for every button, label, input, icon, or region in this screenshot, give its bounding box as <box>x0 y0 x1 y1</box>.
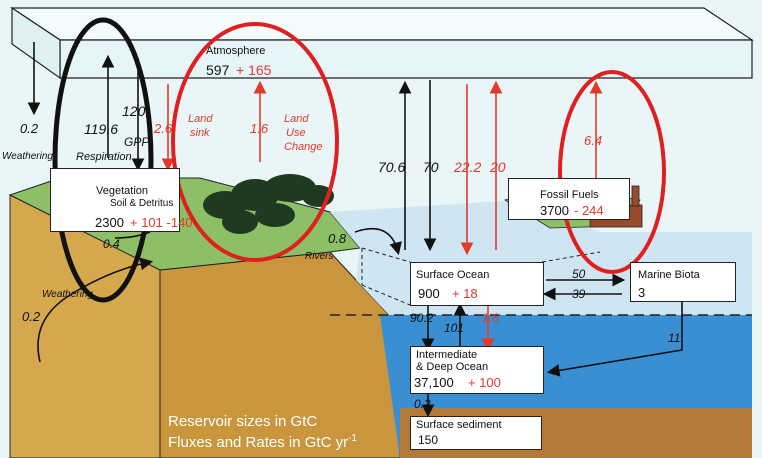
flux-burial: 0.2 <box>414 397 431 411</box>
legend-fluxes-superscript: -1 <box>348 433 357 444</box>
flux-rivers-label: Rivers <box>305 251 334 262</box>
black-flux-arrows <box>27 42 683 418</box>
flux-fossil: 6.4 <box>584 133 603 148</box>
vegetation-box <box>50 168 180 232</box>
surface-ocean-value: 900 <box>418 286 440 301</box>
flux-biota-sink: 11 <box>668 331 681 345</box>
flux-ocean-anthro-down: 22.2 <box>454 159 482 175</box>
flux-land-use: 1.6 <box>250 121 269 136</box>
vegetation-sublabel: Soil & Detritus <box>110 198 174 209</box>
atmosphere-slab <box>10 6 754 80</box>
flux-biota-uptake: 50 <box>572 267 586 281</box>
flux-gpp-label: GPP <box>124 135 150 149</box>
deep-ocean-label: Intermediate <box>416 349 478 361</box>
marine-biota-value: 3 <box>638 285 646 300</box>
flux-weathering-top-label: Weathering <box>2 151 53 162</box>
red-highlight-ring-land <box>171 22 339 262</box>
atmosphere-delta: + 165 <box>236 62 272 78</box>
atmosphere-value: 597 <box>206 62 230 78</box>
flux-land-use-label1: Land <box>284 113 309 125</box>
flux-land-sink: 2.6 <box>154 121 173 136</box>
surface-ocean-prism <box>361 247 601 306</box>
marine-biota-label: Marine Biota <box>638 269 700 281</box>
surface-ocean-box <box>410 262 544 306</box>
flux-respiration-label: Respiration <box>76 151 132 163</box>
flux-biota-return: 39 <box>572 287 586 301</box>
deep-ocean-delta: + 100 <box>468 375 501 390</box>
forest <box>203 174 334 234</box>
deep-ocean-box <box>410 346 544 394</box>
flux-ocean-down: 70 <box>423 159 439 175</box>
atmosphere-label: Atmosphere <box>206 45 266 57</box>
surface-sediment-value: 150 <box>418 433 439 447</box>
flux-respiration: 119.6 <box>84 121 118 137</box>
flux-rivers: 0.8 <box>328 231 347 246</box>
fossil-fuels-delta: - 244 <box>574 203 604 218</box>
deep-ocean-sublabel: & Deep Ocean <box>416 361 489 373</box>
flux-ocean-anthro-up: 20 <box>490 159 506 175</box>
flux-ocean-up: 70.6 <box>378 159 406 175</box>
legend-reservoir: Reservoir sizes in GtC <box>168 413 318 430</box>
flux-vertical-down: 90.2 <box>410 311 434 325</box>
flux-land-sink-label: Land <box>188 113 213 125</box>
vegetation-value: 2300 <box>95 215 124 230</box>
fossil-fuels-box <box>508 178 630 220</box>
marine-biota-box <box>630 262 736 302</box>
red-highlight-ring-fossil <box>558 70 666 274</box>
flux-weathering-low: 0.2 <box>22 309 41 324</box>
fossil-fuels-value: 3700 <box>540 203 569 218</box>
flux-gpp: 120 <box>122 103 146 119</box>
flux-land-use-label3: Change <box>284 141 323 153</box>
deep-ocean-value: 37,100 <box>414 375 454 390</box>
fossil-fuels-label: Fossil Fuels <box>540 189 599 201</box>
flux-land-sink-label2: sink <box>190 127 210 139</box>
legend-fluxes: Fluxes and Rates in GtC yr-1 <box>168 433 357 451</box>
flux-veg-leak: 0.4 <box>103 237 120 251</box>
vegetation-delta: + 101 -140 <box>130 215 193 230</box>
flux-weathering-top: 0.2 <box>20 121 39 136</box>
vegetation-label: Vegetation <box>96 185 148 197</box>
red-flux-arrows <box>161 80 603 352</box>
surface-sediment-box <box>410 416 542 450</box>
surface-ocean-delta: + 18 <box>452 286 478 301</box>
flux-vertical-anthro: 1.6 <box>482 311 499 325</box>
surface-ocean-label: Surface Ocean <box>416 269 490 281</box>
flux-vertical-up: 101 <box>444 321 465 335</box>
surface-sediment-label: Surface sediment <box>416 419 502 431</box>
legend-fluxes-text: Fluxes and Rates in GtC yr <box>168 434 349 451</box>
black-highlight-ring <box>52 17 154 303</box>
flux-weathering-low-label: Weathering <box>42 289 93 300</box>
flux-land-use-label2: Use <box>286 127 306 139</box>
